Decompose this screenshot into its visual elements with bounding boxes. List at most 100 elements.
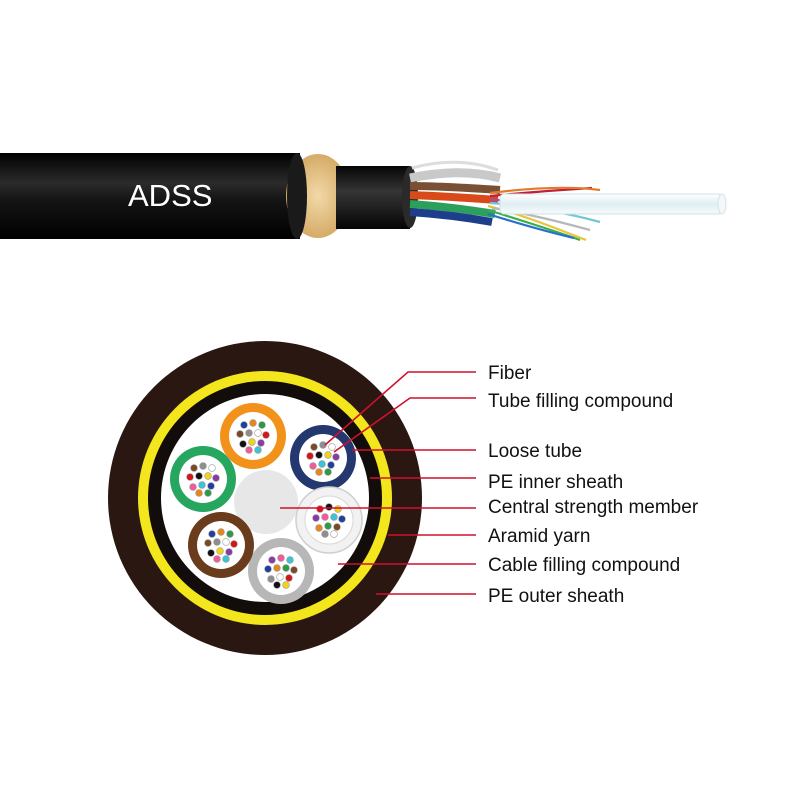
fiber <box>240 421 248 429</box>
fiber <box>334 505 342 513</box>
jacket-cut-edge <box>287 153 307 239</box>
fiber <box>290 566 298 574</box>
fiber <box>204 472 212 480</box>
outer-jacket <box>0 153 300 239</box>
callout-aramid-yarn: Aramid yarn <box>388 526 590 547</box>
fiber <box>315 468 323 476</box>
loose-tube <box>290 425 356 491</box>
fiber <box>264 565 272 573</box>
fiber <box>216 547 224 555</box>
inner-jacket <box>336 166 410 229</box>
fiber <box>338 515 346 523</box>
fiber <box>310 443 318 451</box>
fiber <box>327 461 335 469</box>
fiber <box>195 472 203 480</box>
fiber <box>254 446 262 454</box>
fiber <box>315 451 323 459</box>
loose-tube <box>248 538 314 604</box>
fiber <box>277 554 285 562</box>
callout-tube-filling-compound: Tube filling compound <box>333 391 673 453</box>
fiber <box>273 581 281 589</box>
fiber <box>207 549 215 557</box>
tube-filling <box>229 412 277 460</box>
fiber <box>332 453 340 461</box>
cross-section <box>108 341 422 655</box>
fiber <box>186 473 194 481</box>
fiber <box>330 530 338 538</box>
fiber <box>208 464 216 472</box>
fiber <box>273 564 281 572</box>
fiber <box>267 575 275 583</box>
tube-filling <box>179 455 227 503</box>
label-central-strength-member: Central strength member <box>488 497 699 518</box>
fiber <box>213 538 221 546</box>
loose-tube <box>170 446 236 512</box>
fiber <box>189 483 197 491</box>
fiber <box>222 538 230 546</box>
fiber <box>257 439 265 447</box>
fiber <box>318 460 326 468</box>
label-fiber: Fiber <box>488 363 532 384</box>
loose-tubes <box>170 403 363 604</box>
fiber <box>325 503 333 511</box>
fiber <box>207 482 215 490</box>
callout-fiber: Fiber <box>324 363 532 446</box>
fiber <box>225 548 233 556</box>
fiber <box>204 539 212 547</box>
tube-filling <box>299 434 347 482</box>
fiber <box>321 530 329 538</box>
fiber <box>204 489 212 497</box>
fiber <box>282 581 290 589</box>
label-tube-filling-compound: Tube filling compound <box>488 391 673 412</box>
fiber <box>245 446 253 454</box>
loose-tube <box>295 486 363 554</box>
fiber <box>262 431 270 439</box>
label-aramid-yarn: Aramid yarn <box>488 526 590 547</box>
fiber <box>316 505 324 513</box>
fiber <box>190 464 198 472</box>
fiber <box>236 430 244 438</box>
fiber <box>319 441 327 449</box>
label-pe-outer-sheath: PE outer sheath <box>488 586 624 607</box>
callout-cable-filling-compound: Cable filling compound <box>338 555 680 576</box>
fiber <box>306 452 314 460</box>
loose-tubes-side <box>409 160 502 226</box>
loose-tube <box>220 403 286 469</box>
callout-pe-inner-sheath: PE inner sheath <box>370 472 623 493</box>
callout-pe-outer-sheath: PE outer sheath <box>376 586 624 607</box>
fiber <box>286 556 294 564</box>
callouts: Fiber Tube filling compound Loose tube P… <box>280 363 699 607</box>
fiber <box>268 556 276 564</box>
tube-filling <box>304 495 354 545</box>
fiber <box>212 474 220 482</box>
fiber <box>330 513 338 521</box>
fiber <box>285 574 293 582</box>
tube-filling <box>197 521 245 569</box>
fiber <box>199 462 207 470</box>
fiber <box>254 429 262 437</box>
fiber <box>333 523 341 531</box>
fiber <box>324 451 332 459</box>
central-member-tip <box>717 193 727 215</box>
label-pe-inner-sheath: PE inner sheath <box>488 472 623 493</box>
label-loose-tube: Loose tube <box>488 441 582 462</box>
fiber <box>230 540 238 548</box>
tube-filling <box>257 547 305 595</box>
central-strength-member <box>234 470 298 534</box>
fiber <box>226 530 234 538</box>
fiber <box>276 573 284 581</box>
fiber <box>195 489 203 497</box>
fiber <box>315 524 323 532</box>
cable-label: ADSS <box>128 178 212 213</box>
label-cable-filling-compound: Cable filling compound <box>488 555 680 576</box>
fiber <box>312 514 320 522</box>
fiber <box>222 555 230 563</box>
callout-loose-tube: Loose tube <box>352 441 582 462</box>
fiber <box>324 522 332 530</box>
fiber <box>248 438 256 446</box>
central-member-end <box>499 193 723 215</box>
fiber <box>249 419 257 427</box>
fiber <box>258 421 266 429</box>
fiber <box>239 440 247 448</box>
